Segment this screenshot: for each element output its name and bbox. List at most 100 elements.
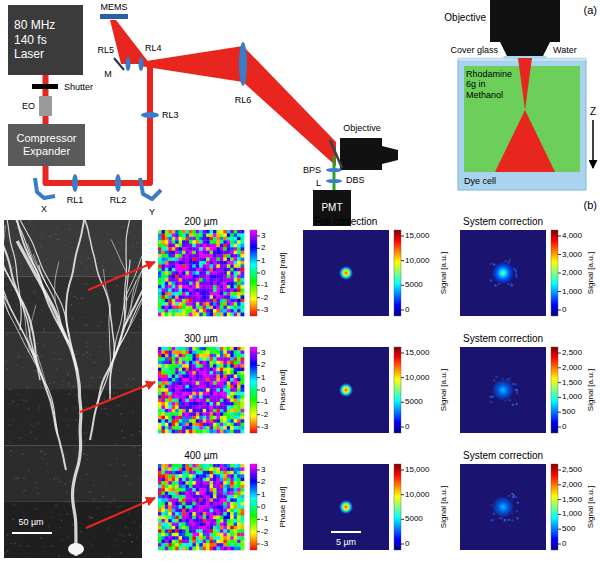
phase-pixel bbox=[206, 381, 210, 385]
phase-pixel bbox=[237, 261, 241, 265]
image-noise bbox=[52, 517, 54, 519]
phase-pixel bbox=[220, 416, 224, 420]
image-noise bbox=[71, 389, 73, 391]
image-noise bbox=[98, 325, 100, 327]
image-noise bbox=[137, 478, 139, 480]
phase-pixel bbox=[234, 292, 238, 296]
phase-pixel bbox=[199, 285, 203, 289]
phase-pixel bbox=[168, 526, 172, 530]
phase-pixel bbox=[241, 375, 245, 379]
image-noise bbox=[42, 546, 44, 548]
dendrite bbox=[4, 257, 35, 356]
image-noise bbox=[138, 327, 140, 329]
colorbar-tick bbox=[257, 353, 260, 354]
phase-pixel bbox=[161, 347, 165, 351]
image-noise bbox=[118, 445, 120, 447]
image-noise bbox=[34, 291, 36, 293]
phase-pixel bbox=[179, 233, 183, 237]
phase-pixel bbox=[196, 395, 200, 399]
phase-pixel bbox=[179, 299, 183, 303]
phase-pixel bbox=[213, 378, 217, 382]
phase-pixel bbox=[161, 251, 165, 255]
phase-pixel bbox=[179, 385, 183, 389]
phase-pixel bbox=[220, 412, 224, 416]
colorbar bbox=[250, 347, 257, 433]
phase-pixel bbox=[165, 292, 169, 296]
phase-pixel bbox=[210, 233, 214, 237]
phase-pixel bbox=[230, 271, 234, 275]
phase-pixel bbox=[216, 364, 220, 368]
speckle bbox=[495, 376, 497, 378]
phase-pixel bbox=[230, 416, 234, 420]
image-noise bbox=[46, 463, 48, 465]
colorbar-tick bbox=[257, 402, 260, 403]
image-noise bbox=[81, 256, 83, 258]
phase-pixel bbox=[192, 299, 196, 303]
phase-pixel bbox=[196, 426, 200, 430]
phase-pixel bbox=[175, 412, 179, 416]
phase-pixel bbox=[216, 254, 220, 258]
phase-pixel bbox=[206, 375, 210, 379]
phase-pixel bbox=[186, 423, 190, 427]
image-noise bbox=[128, 232, 130, 234]
phase-pixel bbox=[210, 302, 214, 306]
phase-pixel bbox=[206, 271, 210, 275]
image-noise bbox=[12, 332, 14, 334]
phase-pixel bbox=[192, 254, 196, 258]
phase-pixel bbox=[230, 388, 234, 392]
image-noise bbox=[89, 491, 91, 493]
image-noise bbox=[131, 542, 133, 544]
phase-pixel bbox=[179, 402, 183, 406]
phase-pixel bbox=[206, 233, 210, 237]
image-noise bbox=[86, 267, 88, 269]
phase-pixel bbox=[158, 471, 162, 475]
phase-pixel bbox=[172, 430, 176, 434]
phase-pixel bbox=[213, 254, 217, 258]
phase-pixel bbox=[192, 412, 196, 416]
phase-pixel bbox=[158, 430, 162, 434]
phase-pixel bbox=[203, 247, 207, 251]
phase-pixel bbox=[196, 381, 200, 385]
phase-pixel bbox=[203, 278, 207, 282]
image-noise bbox=[18, 356, 20, 358]
phase-pixel bbox=[216, 313, 220, 317]
phase-pixel bbox=[237, 412, 241, 416]
colorbar-tick bbox=[257, 414, 260, 415]
phase-pixel bbox=[220, 392, 224, 396]
image-noise bbox=[23, 512, 25, 514]
image-noise bbox=[59, 307, 61, 309]
phase-pixel bbox=[165, 378, 169, 382]
phase-pixel bbox=[182, 292, 186, 296]
phase-pixel bbox=[161, 478, 165, 482]
phase-pixel bbox=[230, 395, 234, 399]
phase-pixel bbox=[175, 275, 179, 279]
phase-pixel bbox=[182, 419, 186, 423]
phase-pixel bbox=[234, 399, 238, 403]
phase-pixel bbox=[227, 299, 231, 303]
phase-pixel bbox=[182, 306, 186, 310]
phase-pixel bbox=[210, 412, 214, 416]
phase-pixel bbox=[234, 251, 238, 255]
image-noise bbox=[57, 227, 59, 229]
phase-pixel bbox=[172, 313, 176, 317]
phase-pixel bbox=[216, 416, 220, 420]
phase-pixel bbox=[223, 392, 227, 396]
phase-pixel bbox=[165, 419, 169, 423]
phase-pixel bbox=[172, 244, 176, 248]
phase-pixel bbox=[220, 251, 224, 255]
phase-pixel bbox=[172, 299, 176, 303]
phase-pixel bbox=[230, 381, 234, 385]
phase-pixel bbox=[158, 464, 162, 468]
phase-pixel bbox=[237, 399, 241, 403]
phase-pixel bbox=[161, 519, 165, 523]
phase-pixel bbox=[216, 233, 220, 237]
image-noise bbox=[23, 440, 25, 442]
phase-pixel bbox=[165, 467, 169, 471]
setup-schematic bbox=[35, 14, 398, 199]
phase-pixel bbox=[168, 495, 172, 499]
phase-pixel bbox=[189, 285, 193, 289]
dendrite bbox=[90, 229, 142, 440]
image-noise bbox=[55, 233, 57, 235]
image-noise bbox=[142, 359, 143, 361]
image-noise bbox=[69, 228, 71, 230]
